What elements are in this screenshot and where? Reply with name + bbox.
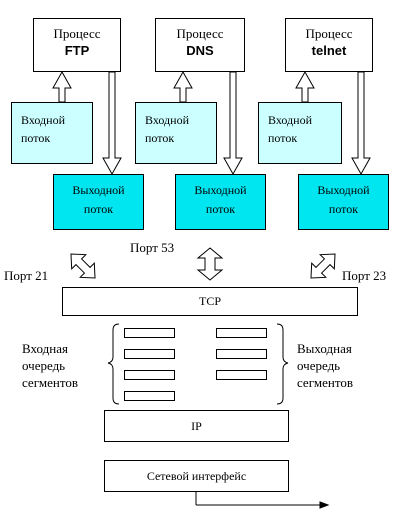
process-telnet-box: Процесс telnet: [285, 18, 373, 72]
input-stream-telnet: Входной поток: [258, 102, 342, 164]
process-ftp-name: FTP: [64, 43, 90, 58]
tcp-label: TCP: [198, 294, 221, 308]
input-stream-telnet-line2: поток: [268, 131, 298, 145]
ip-label: IP: [191, 418, 202, 433]
output-stream-dns-line2: поток: [205, 202, 236, 216]
input-stream-ftp-line1: Входной: [21, 113, 65, 127]
process-ftp-box: Процесс FTP: [33, 18, 121, 72]
output-queue-segment: [216, 349, 267, 359]
process-ftp-title: Процесс: [53, 26, 101, 41]
input-to-dns-arrow: [173, 70, 193, 103]
input-queue-line3: сегментов: [22, 375, 78, 390]
input-queue-line1: Входная: [22, 341, 68, 356]
tcp-layer-box: TCP: [62, 287, 358, 316]
input-stream-dns-line1: Входной: [145, 113, 189, 127]
process-telnet-name: telnet: [311, 43, 347, 58]
input-queue-line2: очередь: [22, 358, 66, 373]
telnet-to-output-arrow: [351, 71, 371, 176]
network-interface-box: Сетевой интерфейс: [104, 460, 289, 492]
port-21-arrow: [70, 253, 96, 279]
output-queue-line2: очередь: [297, 358, 341, 373]
input-stream-telnet-line1: Входной: [268, 113, 312, 127]
output-queue-bracket: [276, 323, 289, 405]
ftp-to-output-arrow: [102, 71, 122, 176]
port-23-arrow: [310, 253, 336, 279]
dns-to-output-arrow: [223, 71, 243, 176]
input-to-telnet-arrow: [295, 70, 315, 103]
ip-layer-box: IP: [104, 410, 289, 442]
output-queue-line1: Выходная: [297, 341, 352, 356]
input-queue-bracket: [107, 323, 120, 405]
input-queue-segment: [124, 328, 175, 338]
input-to-ftp-arrow: [52, 70, 72, 103]
output-stream-telnet-line2: поток: [328, 202, 359, 216]
input-queue-segment: [124, 391, 175, 401]
process-dns-name: DNS: [186, 43, 214, 58]
input-stream-dns-line2: поток: [145, 131, 175, 145]
process-telnet-title: Процесс: [305, 26, 353, 41]
input-queue-label: Входная очередь сегментов: [22, 340, 78, 391]
output-stream-ftp: Выходной поток: [53, 174, 144, 230]
output-stream-telnet-line1: Выходной: [317, 183, 370, 197]
output-stream-dns: Выходной поток: [175, 174, 266, 230]
output-stream-telnet: Выходной поток: [298, 174, 389, 230]
port-53-label: Порт 53: [130, 240, 175, 255]
output-queue-label: Выходная очередь сегментов: [297, 340, 353, 391]
output-queue-segment: [216, 328, 267, 338]
output-queue-segment: [216, 370, 267, 380]
bottom-connector-arrowhead: [319, 501, 330, 509]
output-stream-ftp-line2: поток: [83, 202, 114, 216]
port-23-label: Порт 23: [342, 268, 387, 283]
input-stream-ftp: Входной поток: [11, 102, 93, 164]
output-stream-dns-line1: Выходной: [194, 183, 247, 197]
input-stream-dns: Входной поток: [135, 102, 217, 164]
output-stream-ftp-line1: Выходной: [72, 183, 125, 197]
output-queue-line3: сегментов: [297, 375, 353, 390]
process-dns-box: Процесс DNS: [155, 18, 245, 72]
port-53-arrow: [196, 247, 224, 281]
input-queue-segment: [124, 349, 175, 359]
port-21-label: Порт 21: [4, 268, 49, 283]
process-dns-title: Процесс: [176, 26, 224, 41]
network-interface-label: Сетевой интерфейс: [146, 468, 247, 483]
input-stream-ftp-line2: поток: [21, 131, 51, 145]
input-queue-segment: [124, 370, 175, 380]
